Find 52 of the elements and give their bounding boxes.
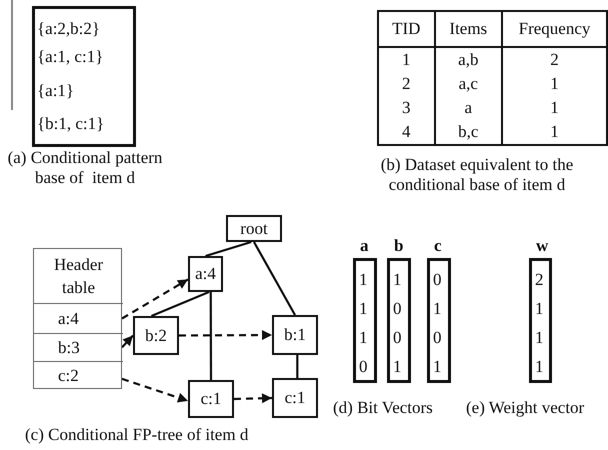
pattern-entry: {a:1, c:1} — [37, 47, 104, 67]
header-table — [33, 248, 122, 389]
table-cell: a,c — [434, 72, 502, 96]
tree-link — [205, 240, 252, 258]
vector-values: 1 0 0 1 — [393, 269, 402, 378]
tree-node-box: c:1 — [188, 380, 234, 418]
vector-heading: b — [394, 235, 404, 257]
vector-values: 0 1 0 1 — [433, 269, 442, 378]
table-cell: 1 — [378, 47, 435, 72]
column-header: TID — [378, 11, 435, 47]
tree-link — [210, 292, 212, 380]
node-link-arrow — [121, 278, 189, 320]
table-cell: 1 — [502, 72, 607, 96]
tree-node-box: a:4 — [188, 256, 223, 292]
header-title: Header table — [52, 254, 104, 299]
header-entry: c:2 — [34, 361, 123, 390]
tree-node-box: c:1 — [272, 378, 318, 418]
pattern-entry: {a:2,b:2} — [37, 19, 100, 39]
tree-node-box: b:2 — [133, 316, 179, 355]
tree-link — [150, 290, 210, 318]
node-link-arrow — [122, 378, 188, 402]
caption: (d) Bit Vectors — [333, 398, 434, 418]
column-header: Frequency — [502, 11, 607, 47]
tree-node-box: b:1 — [272, 315, 318, 355]
tree-link — [296, 355, 298, 378]
pattern-entry: {a:1} — [37, 81, 74, 101]
tree-node-box: root — [226, 215, 282, 242]
caption: (b) Dataset equivalent to the conditional base of item d — [380, 155, 574, 195]
table-cell: a — [434, 96, 502, 120]
vector-values: 1 1 1 0 — [359, 269, 368, 378]
header-entry: b:3 — [34, 333, 123, 361]
caption: (c) Conditional FP-tree of item d — [25, 425, 250, 445]
caption: (a) Conditional pattern base of item d — [6, 148, 164, 188]
table-cell: 2 — [378, 72, 435, 96]
table-cell: 3 — [378, 96, 435, 120]
node-link-arrow — [121, 334, 134, 348]
pattern-base-box — [32, 6, 136, 147]
vector-heading: c — [434, 235, 442, 257]
table-cell: b,c — [434, 120, 502, 145]
pattern-entry: {b:1, c:1} — [37, 114, 104, 134]
header-entry: a:4 — [34, 303, 123, 333]
caption: (e) Weight vector — [466, 398, 586, 418]
column-header: Items — [434, 11, 502, 47]
node-link-arrow — [234, 393, 272, 404]
tree-link — [253, 241, 296, 316]
table-cell: 1 — [502, 96, 607, 120]
vector-heading: a — [360, 235, 368, 257]
node-link-arrow — [179, 330, 272, 340]
vector-values: 2 1 1 1 — [535, 269, 544, 378]
table-cell: 4 — [378, 120, 435, 145]
vector-heading: w — [536, 235, 548, 257]
table-cell: 1 — [502, 120, 607, 145]
